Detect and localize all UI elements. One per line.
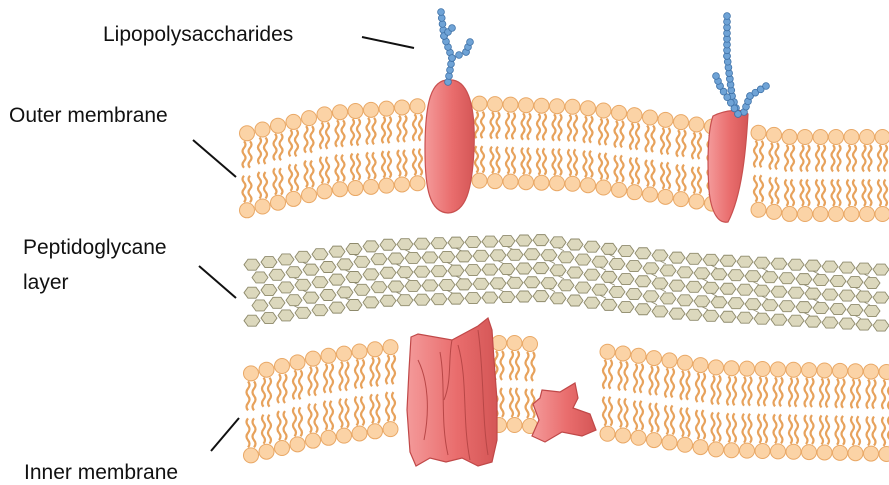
lipid-molecule — [798, 130, 813, 222]
lipid-molecule — [724, 361, 739, 458]
lipid-molecule — [271, 118, 286, 210]
lipid-molecule — [259, 362, 274, 459]
lipid-molecule — [627, 108, 642, 200]
lipid-molecule — [689, 117, 704, 209]
lipid-molecule — [379, 101, 394, 193]
lipid-molecule — [596, 103, 611, 195]
lipid-molecule — [740, 361, 755, 458]
label-peptidoglycane: Peptidoglycane — [23, 235, 167, 260]
lipid-molecule — [534, 98, 549, 190]
lipid-molecule — [864, 364, 879, 461]
lipid-molecule — [317, 107, 332, 199]
lipid-molecule — [833, 363, 848, 460]
lipid-molecule — [290, 355, 305, 452]
lipid-molecule — [631, 348, 646, 445]
lipid-molecule — [755, 362, 770, 459]
lipid-molecule — [751, 125, 766, 217]
peptidoglycan-layer — [244, 235, 889, 331]
lipid-molecule — [255, 122, 270, 214]
inner-membrane-transporter — [407, 318, 497, 466]
lipid-molecule — [879, 364, 889, 461]
lipid-molecule — [782, 129, 797, 221]
lipid-molecule — [829, 130, 844, 222]
lipid-molecule — [383, 340, 398, 437]
leader-line-peptidoglycane — [199, 266, 236, 298]
lipid-molecule — [612, 105, 627, 197]
lipid-molecule — [848, 364, 863, 461]
lipid-molecule — [240, 126, 255, 218]
lipid-molecule — [581, 101, 596, 193]
lipid-molecule — [771, 362, 786, 459]
outer-membrane — [240, 96, 889, 221]
leader-line-inner-membrane — [211, 418, 239, 451]
lipid-molecule — [337, 346, 352, 443]
lipid-molecule — [352, 344, 367, 441]
lipid-molecule — [647, 351, 662, 448]
lipid-molecule — [643, 110, 658, 202]
lipid-molecule — [674, 115, 689, 207]
lps-chain — [438, 9, 456, 86]
leader-line-lipopolysaccharides — [362, 37, 414, 48]
lipid-molecule — [565, 99, 580, 191]
outer-membrane-protein-large — [425, 80, 474, 213]
lipid-molecule — [503, 97, 518, 189]
leader-line-outer-membrane — [193, 140, 236, 177]
lipid-molecule — [410, 99, 425, 191]
lipid-molecule — [488, 97, 503, 189]
lipid-molecule — [306, 351, 321, 448]
lipid-molecule — [364, 102, 379, 194]
label-peptidoglycane-layer: layer — [23, 270, 69, 295]
lipopolysaccharide-chains — [438, 9, 770, 118]
lipid-molecule — [662, 353, 677, 450]
lipid-molecule — [709, 360, 724, 457]
lipid-molecule — [616, 346, 631, 443]
lipid-molecule — [333, 105, 348, 197]
outer-membrane-protein-small — [708, 110, 748, 222]
lipid-molecule — [600, 344, 615, 441]
inner-membrane-protein-small — [532, 383, 596, 442]
lps-chain — [741, 83, 770, 116]
lipid-molecule — [321, 348, 336, 445]
lipid-molecule — [658, 112, 673, 204]
lipid-molecule — [275, 359, 290, 456]
lipid-molecule — [875, 130, 889, 222]
lipid-molecule — [302, 111, 317, 203]
lipid-molecule — [523, 337, 538, 434]
lipid-molecule — [519, 98, 534, 190]
lipid-molecule — [802, 363, 817, 460]
lipid-molecule — [860, 130, 875, 222]
lipid-molecule — [693, 358, 708, 455]
lipid-molecule — [678, 355, 693, 452]
lipid-molecule — [348, 104, 363, 196]
label-outer-membrane: Outer membrane — [9, 103, 168, 128]
lipid-molecule — [786, 362, 801, 459]
lipid-molecule — [767, 127, 782, 219]
lipid-molecule — [507, 336, 522, 433]
lipid-molecule — [395, 100, 410, 192]
label-lipopolysaccharides: Lipopolysaccharides — [103, 22, 293, 47]
label-inner-membrane: Inner membrane — [24, 460, 178, 485]
lipid-molecule — [844, 130, 859, 222]
lipid-molecule — [368, 342, 383, 439]
lipid-molecule — [813, 130, 828, 222]
lipid-molecule — [550, 99, 565, 191]
lipid-molecule — [817, 363, 832, 460]
lipid-molecule — [286, 114, 301, 206]
lipid-molecule — [244, 366, 259, 463]
